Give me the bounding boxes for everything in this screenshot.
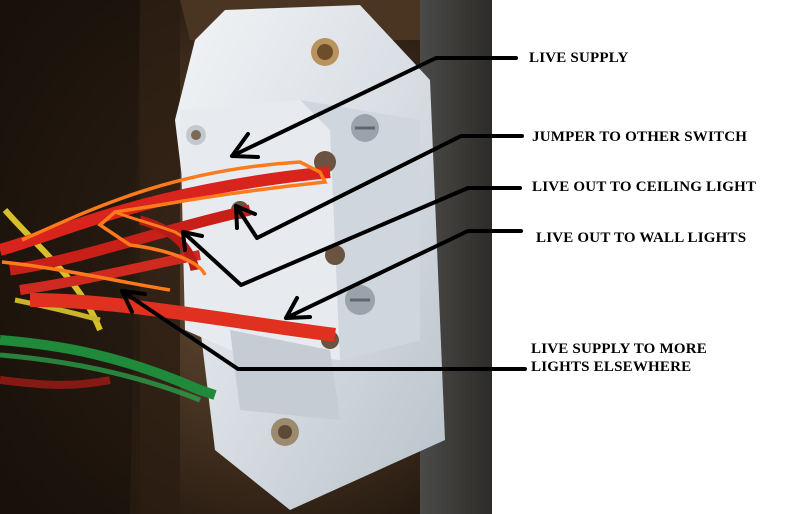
label-live-out-ceiling-light: LIVE OUT TO CEILING LIGHT [532,179,757,195]
label-jumper-to-other-switch: JUMPER TO OTHER SWITCH [532,129,748,145]
label-live-supply: LIVE SUPPLY [529,50,629,66]
switch-wiring-photo [0,0,492,514]
green-wire [0,335,217,400]
label-more-line2: LIGHTS ELSEWHERE [531,359,692,375]
label-live-out-wall-lights: LIVE OUT TO WALL LIGHTS [536,230,747,246]
label-more-line1: LIVE SUPPLY TO MORE [531,341,707,357]
label-live-supply-more-lights: LIVE SUPPLY TO MORE LIGHTS ELSEWHERE [531,340,791,376]
